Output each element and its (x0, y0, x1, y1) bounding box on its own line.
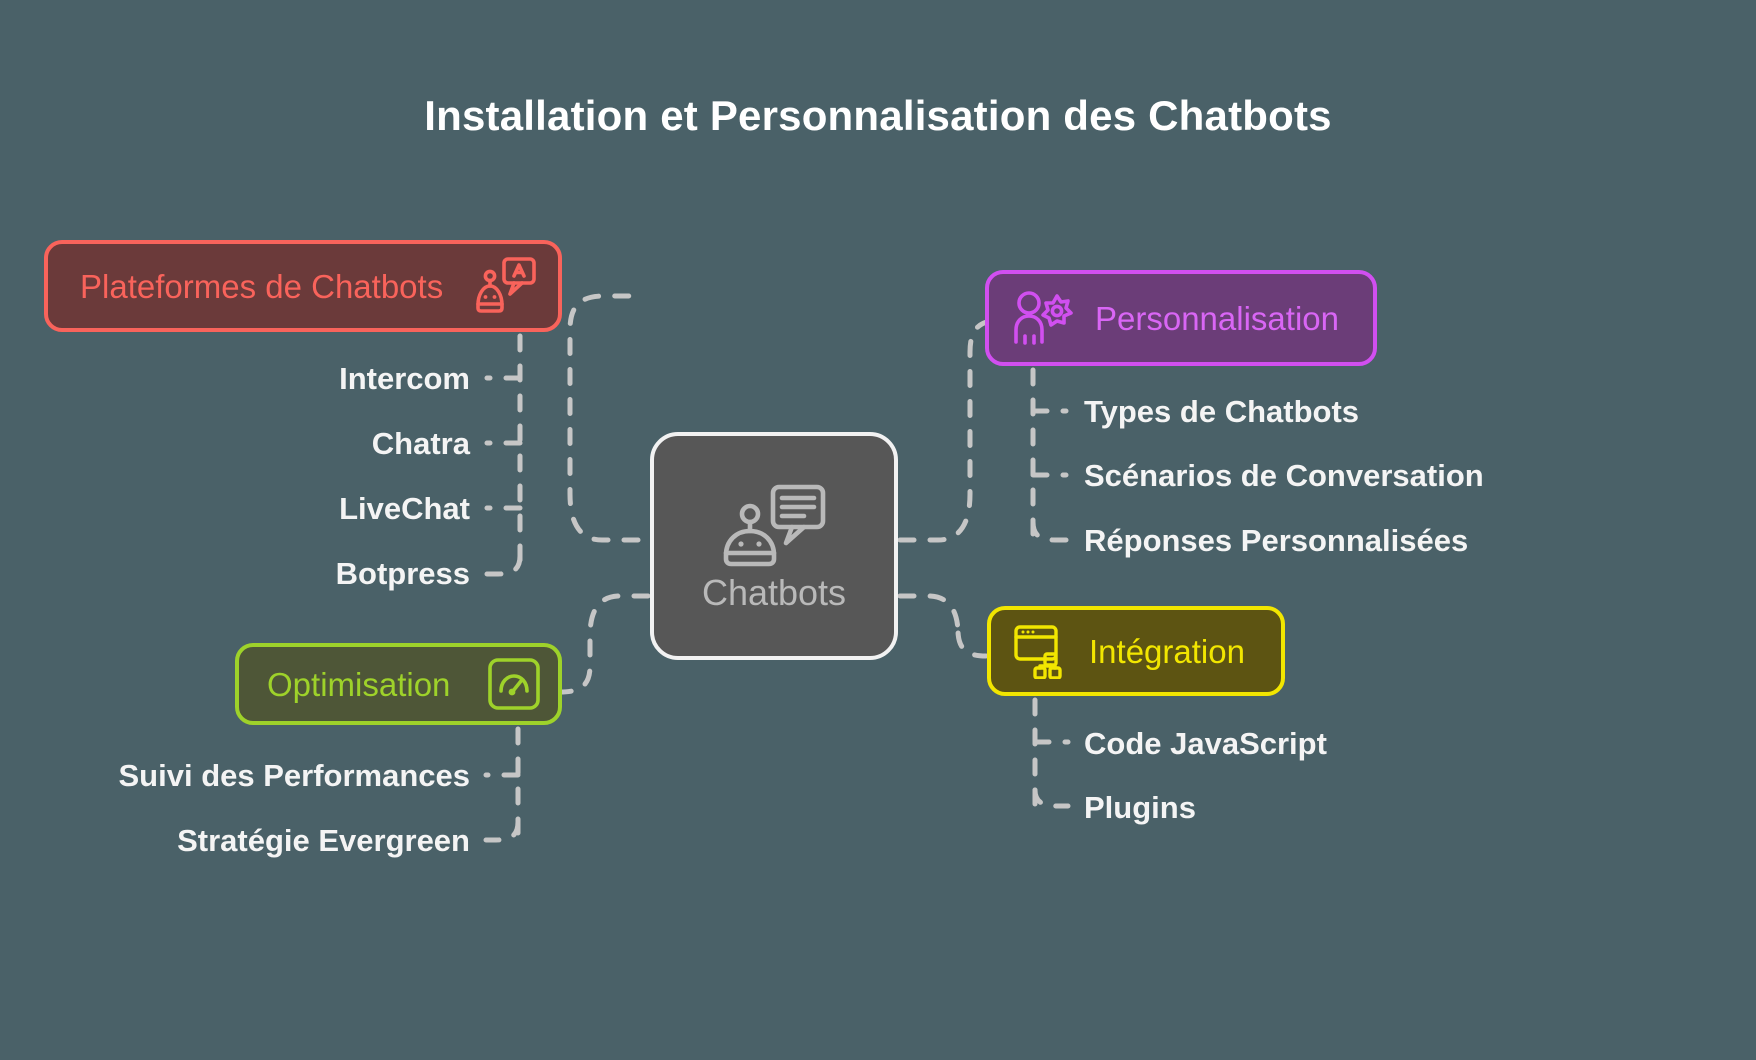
stub-optimisation-1 (483, 819, 521, 843)
link-center-optimisation (557, 593, 651, 695)
gauge-icon (488, 658, 540, 710)
stub-platforms-3 (484, 553, 523, 577)
node-personnalisation[interactable]: Personnalisation (985, 270, 1377, 366)
stub-integration-1 (1032, 787, 1071, 809)
node-integration-label: Intégration (1089, 632, 1245, 670)
leaf-personnalisation-reponses: Réponses Personnalisées (1084, 523, 1469, 558)
node-optimisation[interactable]: Optimisation (235, 643, 562, 725)
stub-personnalisation-2 (1030, 519, 1069, 543)
page-title: Installation et Personnalisation des Cha… (424, 92, 1332, 139)
leaf-platforms-intercom: Intercom (339, 361, 470, 396)
leaf-optimisation-evergreen: Stratégie Evergreen (177, 823, 470, 858)
link-center-integration (897, 593, 989, 659)
node-plateformes-label: Plateformes de Chatbots (80, 267, 444, 305)
leaf-optimisation-suivi: Suivi des Performances (118, 758, 471, 793)
robot-chat-icon (723, 484, 826, 567)
leaf-platforms-livechat: LiveChat (339, 491, 470, 526)
link-center-platforms (567, 293, 641, 543)
node-integration[interactable]: Intégration (987, 606, 1285, 696)
node-personnalisation-label: Personnalisation (1095, 299, 1339, 337)
leaf-personnalisation-scenarios: Scénarios de Conversation (1084, 458, 1484, 493)
user-gear-icon (1014, 291, 1073, 345)
leaf-platforms-chatra: Chatra (371, 426, 470, 461)
node-plateformes-de-chatbots[interactable]: Plateformes de Chatbots (44, 240, 562, 332)
robot-translate-icon (476, 257, 536, 313)
browser-sitemap-icon (1014, 625, 1062, 679)
leaf-platforms-botpress: Botpress (335, 556, 470, 591)
node-optimisation-label: Optimisation (267, 665, 451, 703)
leaf-personnalisation-types: Types de Chatbots (1084, 394, 1360, 429)
leaf-integration-js: Code JavaScript (1084, 726, 1327, 761)
node-center-chatbots[interactable]: Chatbots (650, 432, 898, 660)
node-center-label: Chatbots (701, 572, 847, 613)
leaf-integration-plugins: Plugins (1084, 790, 1196, 825)
